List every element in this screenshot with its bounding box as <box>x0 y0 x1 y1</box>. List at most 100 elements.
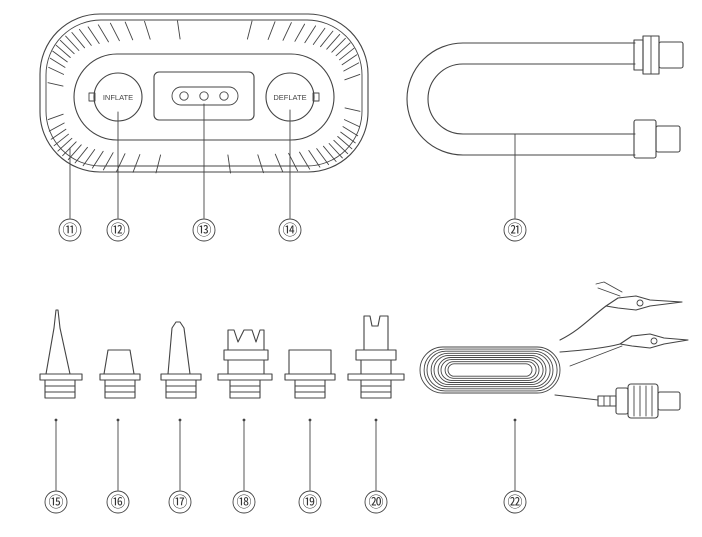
hose-top-connector <box>633 35 684 75</box>
nozzle-20-collar <box>355 349 397 361</box>
pump-grip-rib <box>48 122 65 132</box>
pump-grip-rib <box>144 20 151 40</box>
callout-13-ring <box>192 218 216 242</box>
pump-grip-rib <box>50 128 67 140</box>
hose-inner-line <box>427 63 636 135</box>
cable-wire-upper <box>559 305 607 341</box>
air-hose <box>406 35 684 159</box>
deflate-indicator <box>312 92 320 102</box>
pump-grip-rib <box>87 26 100 44</box>
pump-grip-rib <box>331 37 346 53</box>
nozzle-17-cone <box>167 321 191 375</box>
pump-grip-rib <box>282 22 292 41</box>
callout-18: ⑱ <box>236 494 251 511</box>
pump-grip-ribs <box>47 20 361 174</box>
inflate-button[interactable]: INFLATE <box>88 72 143 122</box>
pump-grip-rib <box>59 39 75 55</box>
cable-coil-loop <box>423 348 558 392</box>
leader-lines <box>54 103 517 491</box>
nozzle-18-flange <box>217 373 273 381</box>
callout-17: ⑰ <box>172 494 187 511</box>
callout-12-ring <box>106 218 130 242</box>
hose-top-collar <box>633 39 644 71</box>
nozzle-15-thread <box>44 379 76 399</box>
pump-grip-rib <box>316 148 330 166</box>
pump-grip-rib <box>71 32 86 49</box>
nozzle-18-neck <box>227 359 265 375</box>
pump-grip-rib <box>337 136 353 150</box>
nozzle-18-thread-body <box>229 379 261 399</box>
leader-dot <box>242 418 246 422</box>
nozzle-20-thread <box>360 379 392 399</box>
pump-grip-rib <box>67 144 82 161</box>
nozzle-19-thread-body <box>294 379 326 399</box>
clip-top-pivot <box>636 299 644 307</box>
callout-20-ring <box>364 490 388 514</box>
pump-grip-rib <box>294 23 306 42</box>
nozzle-15 <box>39 309 83 399</box>
pump-grip-rib <box>55 44 71 58</box>
pump-grip-rib <box>344 107 361 112</box>
plug-grip <box>627 383 659 419</box>
nozzle-16 <box>99 349 141 399</box>
pump-grip-rib <box>82 149 96 167</box>
pump-grip-rib <box>326 33 341 50</box>
cable-coil-loop <box>447 363 533 377</box>
inflate-indicator <box>88 92 96 102</box>
callout-22: ㉒ <box>507 494 522 511</box>
hose-bottom-collar <box>633 119 657 159</box>
pump-grip-rib <box>304 25 317 44</box>
nozzle-16-flange <box>99 373 141 381</box>
leader-dot <box>513 418 517 422</box>
clip-top-lever <box>595 281 623 293</box>
cable-coil-loop <box>430 352 551 388</box>
callout-13: ⑬ <box>196 222 211 239</box>
pump-grip-rib <box>344 73 361 81</box>
inflate-label: INFLATE <box>103 93 133 102</box>
pump-grip-rib <box>62 141 77 157</box>
car-power-cable <box>419 281 689 419</box>
pump-grip-rib <box>57 137 73 152</box>
cable-coil-loop <box>440 359 540 381</box>
pump-grip-rib <box>312 27 326 45</box>
pump-grip-rib <box>177 20 181 40</box>
callout-14: ⑭ <box>282 222 297 239</box>
nozzle-20-stem <box>363 315 389 351</box>
nozzle-17-flange <box>160 373 202 381</box>
pump-grip-rib <box>339 47 355 61</box>
cable-plug <box>597 383 681 419</box>
callout-14-ring <box>278 218 302 242</box>
cable-coil-loop <box>444 361 537 379</box>
callout-21-ring <box>503 218 527 242</box>
alligator-clip-top <box>595 281 683 311</box>
leader-dot <box>116 418 120 422</box>
pump-grip-rib <box>267 21 276 40</box>
deflate-button[interactable]: DEFLATE <box>265 72 320 122</box>
pump-grip-rib <box>257 154 264 174</box>
callout-21: ㉑ <box>507 222 522 239</box>
nozzle-20-neck <box>360 359 392 375</box>
leader-dot <box>374 418 378 422</box>
nozzle-19 <box>284 349 336 399</box>
display-led-1 <box>179 91 189 101</box>
pump-grip-rib <box>342 126 359 137</box>
nozzle-20 <box>347 315 405 399</box>
callout-12: ⑫ <box>110 222 125 239</box>
callout-numbers: ⑪ ⑫ ⑬ ⑭ ㉑ ⑮ ⑯ ⑰ ⑱ ⑲ ⑳ ㉒ <box>44 218 527 514</box>
nozzle-16-thread <box>104 379 136 399</box>
pump-grip-rib <box>343 119 360 128</box>
pump-grip-rib <box>52 50 68 63</box>
display-lens <box>171 86 239 106</box>
display-led-3 <box>219 91 229 101</box>
pump-grip-rib <box>78 28 92 46</box>
nozzle-15-thread-body <box>44 379 76 399</box>
callout-18-ring <box>232 490 256 514</box>
cable-coil <box>419 346 561 394</box>
nozzle-17-thread <box>165 379 197 399</box>
nozzle-19-flange <box>284 373 336 381</box>
nozzle-16-cap <box>103 349 135 375</box>
plug-tip <box>657 391 681 411</box>
nozzle-19-cap <box>288 349 332 375</box>
pump-grip-rib <box>299 151 311 170</box>
nozzle-20-flange <box>347 373 405 381</box>
